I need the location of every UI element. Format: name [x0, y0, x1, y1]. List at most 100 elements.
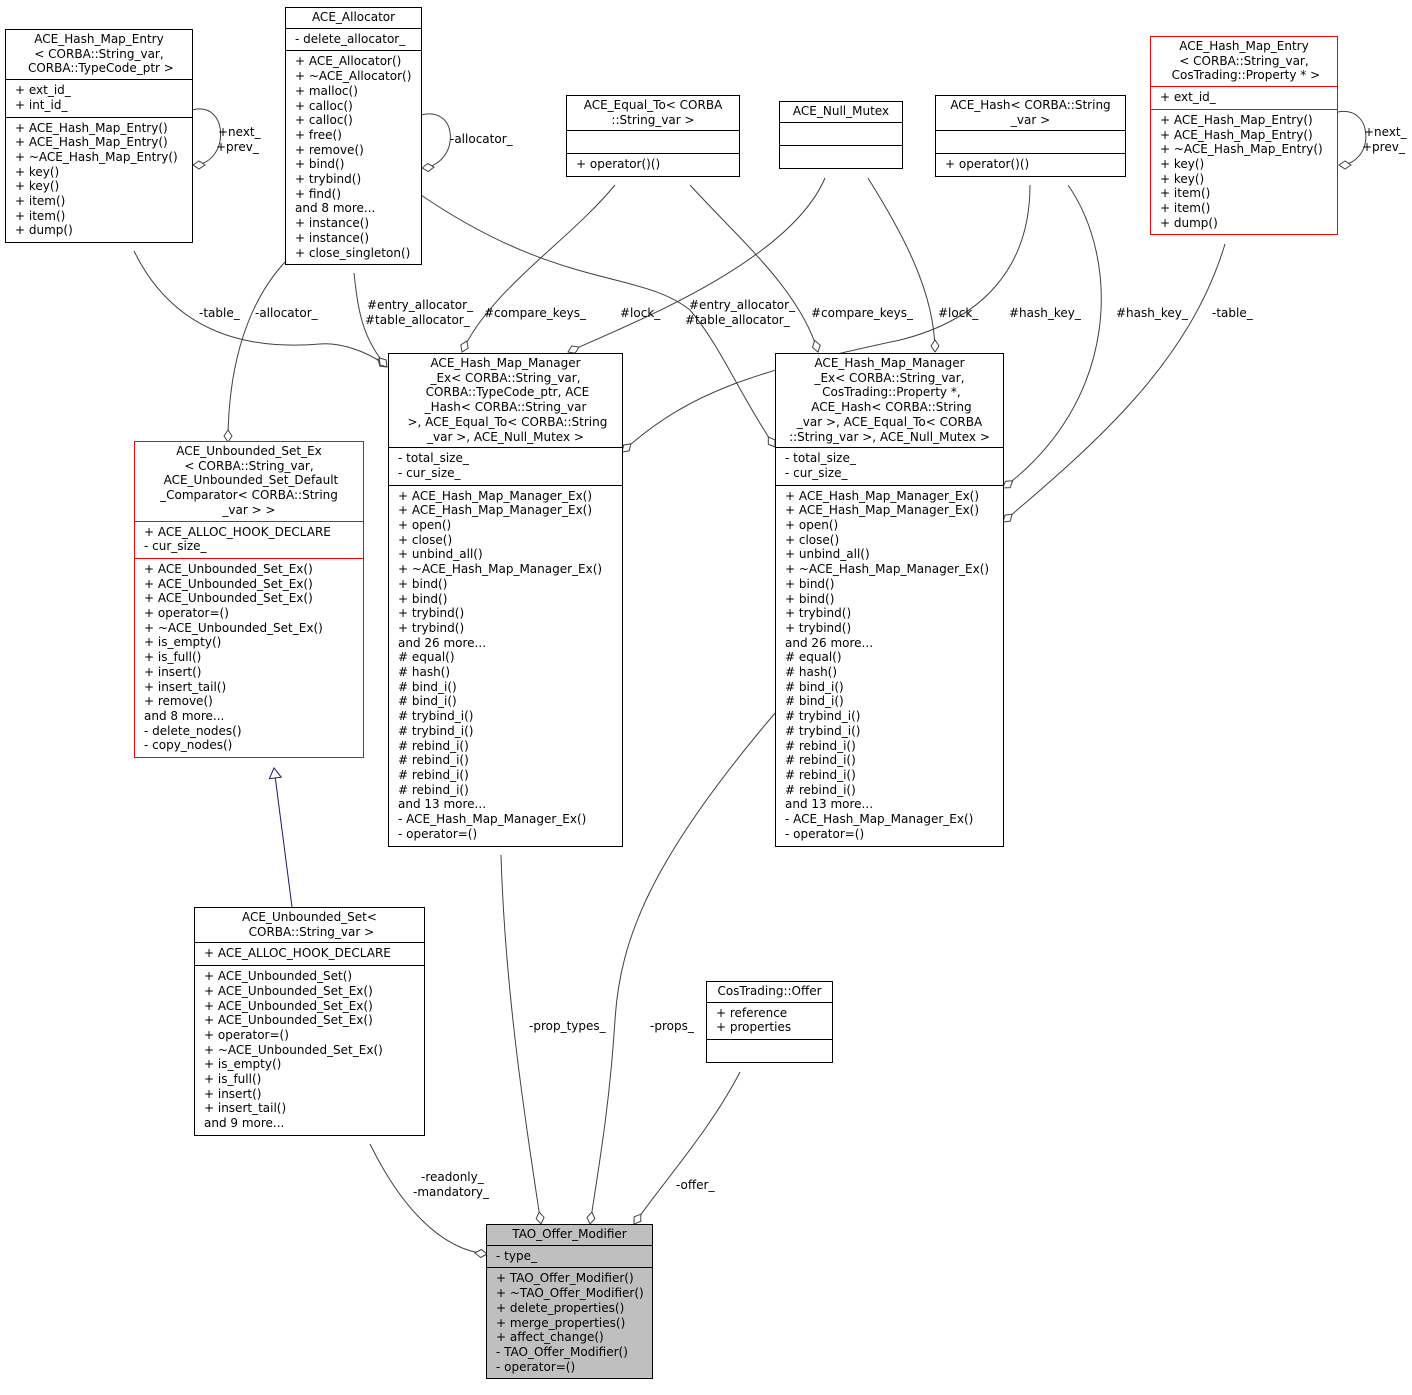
- edge-lock2: [867, 177, 940, 353]
- method-item: - operator=(): [398, 826, 478, 841]
- attribute-item: + ext_id_: [15, 83, 71, 98]
- method-item: + remove(): [295, 142, 364, 157]
- method-item: + malloc(): [295, 83, 358, 98]
- class-title: ACE_Allocator: [311, 10, 396, 24]
- method-item: + delete_properties(): [496, 1300, 625, 1315]
- method-item: # trybind_i(): [785, 723, 861, 738]
- edge-readonly: [369, 1143, 488, 1259]
- attribute-item: + properties: [716, 1020, 792, 1035]
- label-alloc-mgr2-entry: #entry_allocator_: [689, 298, 796, 312]
- label-mandatory: -mandatory_: [413, 1185, 490, 1199]
- class-title: ACE_Hash_Map_Manager _Ex< CORBA::String_…: [789, 356, 990, 444]
- label-entry2-self-next: +next_: [1364, 125, 1408, 139]
- method-item: + bind(): [295, 157, 345, 172]
- method-item: + ACE_Unbounded_Set_Ex(): [144, 591, 313, 606]
- method-item: - TAO_Offer_Modifier(): [496, 1344, 628, 1359]
- class-box-hash-map-manager-property: ACE_Hash_Map_Manager _Ex< CORBA::String_…: [775, 353, 1004, 847]
- method-item: + ACE_Hash_Map_Entry(): [1160, 112, 1313, 127]
- method-item: # hash(): [398, 665, 451, 680]
- method-item: - ACE_Hash_Map_Manager_Ex(): [785, 812, 974, 827]
- method-item: + free(): [295, 127, 342, 142]
- method-item: + is_full(): [144, 650, 202, 665]
- methods-compartment: + operator()(): [567, 153, 739, 176]
- edge-entry2-self: [1337, 111, 1367, 170]
- class-box-ace-null-mutex: ACE_Null_Mutex: [779, 101, 903, 169]
- class-title: ACE_Hash_Map_Entry < CORBA::String_var, …: [27, 32, 174, 76]
- method-item: + key(): [1160, 171, 1205, 186]
- edge-lock1: [567, 177, 826, 354]
- attribute-item: + ext_id_: [1160, 90, 1216, 105]
- method-item: + unbind_all(): [785, 547, 870, 562]
- label-table2: -table_: [1212, 306, 1254, 320]
- method-item: + ~ACE_Hash_Map_Entry(): [15, 149, 178, 164]
- method-item: + item(): [1160, 186, 1211, 201]
- edge-table2: [1002, 243, 1226, 523]
- method-item: + unbind_all(): [398, 547, 483, 562]
- method-item: + ~ACE_Unbounded_Set_Ex(): [204, 1042, 383, 1057]
- methods-compartment: + ACE_Hash_Map_Entry()+ ACE_Hash_Map_Ent…: [1151, 108, 1337, 235]
- method-item: + calloc(): [295, 113, 353, 128]
- method-item: and 8 more...: [295, 201, 376, 216]
- label-entry1-self-next: +next_: [218, 125, 262, 139]
- method-item: + close(): [785, 532, 840, 547]
- method-item: + bind(): [398, 576, 448, 591]
- edge-allocator-mgr1: [353, 272, 388, 368]
- method-item: + ~ACE_Hash_Map_Manager_Ex(): [398, 562, 603, 577]
- method-item: # rebind_i(): [785, 767, 856, 782]
- edge-hashkey2: [1002, 184, 1102, 489]
- methods-compartment: + TAO_Offer_Modifier()+ ~TAO_Offer_Modif…: [487, 1267, 652, 1378]
- method-item: + dump(): [15, 223, 73, 238]
- method-item: + is_empty(): [204, 1057, 282, 1072]
- label-lock1: #lock_: [620, 306, 661, 320]
- method-item: + ACE_Allocator(): [295, 54, 402, 69]
- method-item: # rebind_i(): [398, 767, 469, 782]
- label-prop-types: -prop_types_: [529, 1019, 607, 1033]
- method-item: + bind(): [398, 591, 448, 606]
- attributes-compartment: + ACE_ALLOC_HOOK_DECLARE- cur_size_: [135, 520, 363, 558]
- method-item: + ACE_Unbounded_Set(): [204, 969, 353, 984]
- edge-prop-types: [500, 854, 545, 1225]
- class-box-ace-hash: ACE_Hash< CORBA::String _var >+ operator…: [935, 95, 1126, 178]
- method-item: # bind_i(): [785, 694, 844, 709]
- methods-compartment: + ACE_Allocator()+ ~ACE_Allocator()+ mal…: [286, 50, 421, 264]
- method-item: + trybind(): [398, 606, 465, 621]
- methods-compartment: [780, 144, 902, 168]
- label-props: -props_: [650, 1019, 695, 1033]
- method-item: - ACE_Hash_Map_Manager_Ex(): [398, 812, 587, 827]
- method-item: + ~ACE_Unbounded_Set_Ex(): [144, 620, 323, 635]
- method-item: + ACE_Hash_Map_Entry(): [15, 120, 168, 135]
- method-item: # rebind_i(): [785, 753, 856, 768]
- class-box-ace-unbounded-set: ACE_Unbounded_Set< CORBA::String_var >+ …: [194, 907, 425, 1136]
- method-item: + ACE_Unbounded_Set_Ex(): [144, 561, 313, 576]
- attributes-compartment: + ext_id_+ int_id_: [6, 79, 192, 116]
- method-item: + insert(): [204, 1086, 262, 1101]
- method-item: + ACE_Unbounded_Set_Ex(): [204, 998, 373, 1013]
- class-box-ace-unbounded-set-ex: ACE_Unbounded_Set_Ex < CORBA::String_var…: [134, 441, 364, 759]
- attribute-item: - cur_size_: [144, 539, 207, 554]
- method-item: + ~ACE_Hash_Map_Entry(): [1160, 142, 1323, 157]
- class-box-ace-equal-to: ACE_Equal_To< CORBA ::String_var >+ oper…: [566, 95, 740, 178]
- method-item: and 13 more...: [785, 797, 874, 812]
- methods-compartment: + ACE_Unbounded_Set() + ACE_Unbounded_Set…: [195, 965, 424, 1135]
- method-item: + ~ACE_Allocator(): [295, 69, 412, 84]
- attributes-compartment: - delete_allocator_: [286, 27, 421, 51]
- method-item: + item(): [15, 194, 66, 209]
- method-item: + open(): [785, 518, 839, 533]
- class-title: ACE_Unbounded_Set< CORBA::String_var >: [242, 910, 377, 939]
- label-entry1-self-prev: +prev_: [216, 140, 260, 154]
- edge-compare1: [460, 184, 616, 353]
- method-item: # equal(): [785, 650, 842, 665]
- label-compare2: #compare_keys_: [811, 306, 914, 320]
- attribute-item: - delete_allocator_: [295, 31, 406, 46]
- method-item: + ~ACE_Hash_Map_Manager_Ex(): [785, 562, 990, 577]
- method-item: + key(): [15, 179, 60, 194]
- method-item: # bind_i(): [398, 694, 457, 709]
- method-item: + insert(): [144, 664, 202, 679]
- method-item: + ACE_Unbounded_Set_Ex(): [144, 576, 313, 591]
- label-allocator-set: -allocator_: [255, 306, 319, 320]
- label-entry2-self-prev: +prev_: [1362, 140, 1406, 154]
- method-item: # trybind_i(): [785, 709, 861, 724]
- edge-table1: [133, 250, 388, 368]
- method-item: and 26 more...: [785, 635, 874, 650]
- attributes-compartment: + reference+ properties: [707, 1001, 832, 1039]
